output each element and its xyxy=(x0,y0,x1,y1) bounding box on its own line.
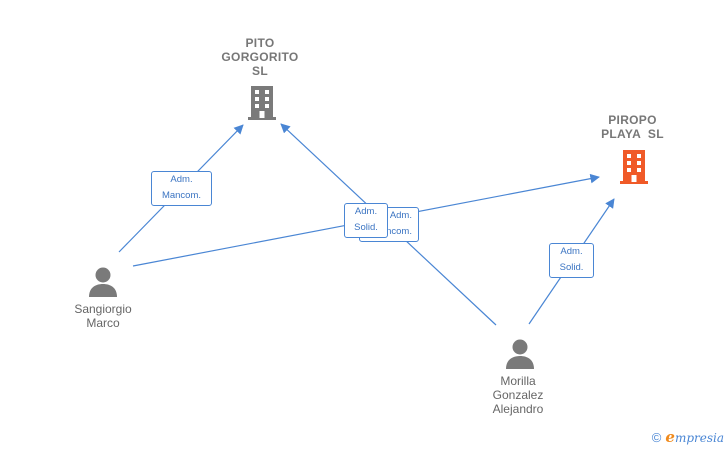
person-icon[interactable] xyxy=(505,338,535,370)
relation-type: Mancom. xyxy=(372,226,412,237)
company-name-line: PLAYA SL xyxy=(601,127,664,141)
relation-badge-sangiorgio-piropo[interactable]: Adm. Solid. xyxy=(344,203,388,238)
company-name-line: PITO xyxy=(245,36,275,50)
brand-logo-initial: e xyxy=(665,428,675,446)
person-name-line: Sangiorgio xyxy=(74,302,132,316)
building-icon[interactable] xyxy=(619,148,649,184)
relation-type: Solid. xyxy=(559,262,584,273)
person-node-sangiorgio-marco[interactable]: Sangiorgio Marco xyxy=(53,302,153,330)
person-icon[interactable] xyxy=(88,266,118,298)
relation-type: Solid. xyxy=(354,222,378,233)
company-name-line: SL xyxy=(252,64,268,78)
relation-type: Mancom. xyxy=(161,190,202,201)
person-node-morilla-gonzalez-alejandro[interactable]: Morilla Gonzalez Alejandro xyxy=(468,374,568,416)
relation-badge-sangiorgio-pito[interactable]: Adm. Mancom. xyxy=(151,171,212,206)
empresia-watermark: ©empresia xyxy=(652,428,724,446)
company-name-line: PIROPO xyxy=(608,113,657,127)
company-node-piropo-playa[interactable]: PIROPO PLAYA SL xyxy=(585,113,680,141)
person-name-line: Gonzalez xyxy=(492,388,544,402)
person-name-line: Marco xyxy=(86,316,120,330)
brand-logo-text: mpresia xyxy=(674,431,724,445)
person-name-line: Morilla xyxy=(500,374,536,388)
person-name-line: Alejandro xyxy=(492,402,544,416)
relation-role: Adm. xyxy=(354,206,378,217)
building-icon[interactable] xyxy=(247,84,277,120)
company-node-pito-gorgorito[interactable]: PITO GORGORITO SL xyxy=(210,36,310,78)
company-name-line: GORGORITO xyxy=(221,50,299,64)
relation-badge-morilla-piropo[interactable]: Adm. Solid. xyxy=(549,243,594,278)
relation-role: Adm. xyxy=(560,246,583,257)
relation-role: Adm. xyxy=(389,210,412,221)
copyright-symbol: © xyxy=(651,430,662,445)
relation-role: Adm. xyxy=(170,174,193,185)
